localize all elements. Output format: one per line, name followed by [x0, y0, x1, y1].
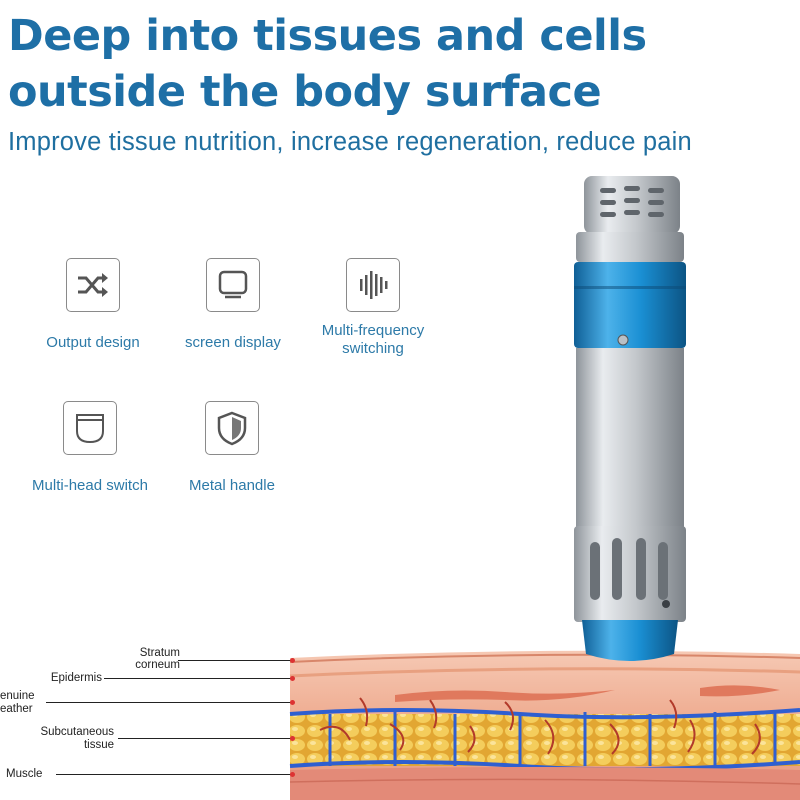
page-title: Deep into tissues and cells outside the … — [8, 11, 647, 117]
layer-label-muscle: Muscle — [6, 768, 43, 780]
leader-line — [178, 660, 291, 661]
feature-label: Multi-head switch — [32, 477, 148, 494]
feature-output-design: Output design — [18, 258, 168, 352]
shield-icon — [217, 411, 247, 446]
waveform-icon — [360, 271, 388, 299]
feature-metal-handle: Metal handle — [157, 401, 307, 495]
feature-label: Metal handle — [189, 477, 275, 494]
leader-line — [118, 738, 291, 739]
shuffle-icon — [78, 273, 108, 297]
feature-multi-head: Multi-head switch — [15, 401, 165, 495]
feature-label: screen display — [185, 334, 281, 351]
layer-marker — [290, 676, 295, 681]
layer-marker — [290, 772, 295, 777]
layer-label-stratum-corneum: Stratum corneum — [135, 647, 180, 671]
layer-marker — [290, 700, 295, 705]
layer-label-genuine-leather: enuine eather — [0, 690, 35, 715]
skin-cross-section — [289, 650, 800, 800]
layer-marker — [290, 658, 295, 663]
feature-multi-frequency: Multi-frequency switching — [298, 258, 448, 358]
leader-line — [46, 702, 291, 703]
feature-label: Multi-frequency switching — [321, 322, 425, 357]
monitor-icon — [218, 270, 248, 299]
leader-line — [104, 678, 291, 679]
leader-line — [56, 774, 291, 775]
shockwave-handpiece — [574, 176, 686, 661]
layer-marker — [290, 736, 295, 741]
feature-label: Output design — [46, 334, 140, 351]
page-subtitle: Improve tissue nutrition, increase regen… — [8, 128, 692, 156]
layer-label-epidermis: Epidermis — [50, 672, 102, 684]
head-icon — [76, 414, 104, 444]
layer-label-subcutaneous: Subcutaneous tissue — [40, 726, 114, 751]
feature-screen-display: screen display — [158, 258, 308, 352]
